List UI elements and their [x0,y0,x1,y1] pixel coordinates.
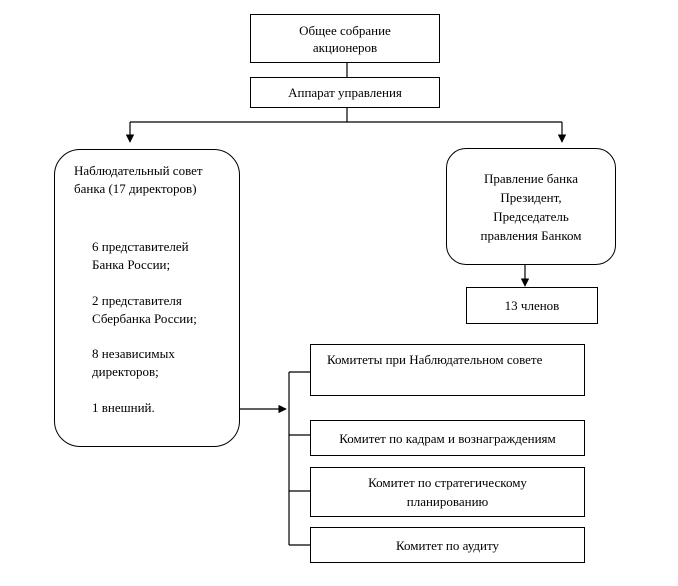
committee-box-1: Комитеты при Наблюдательном совете [310,344,585,396]
management-board-box: Правление банка Президент, Председатель … [446,148,616,265]
supervisory-board-title: Наблюдательный совет банка (17 директоро… [74,163,203,196]
shareholders-meeting-label: Общее собрание акционеров [299,22,391,55]
apparatus-box: Аппарат управления [250,77,440,108]
apparatus-label: Аппарат управления [288,85,402,100]
shareholders-meeting-box: Общее собрание акционеров [250,14,440,63]
committee-box-4: Комитет по аудиту [310,527,585,563]
supervisory-board-item-2: 2 представителя Сбербанка России; [92,293,197,326]
supervisory-board-item-4: 1 внешний. [92,400,155,415]
members-label: 13 членов [504,298,560,313]
committee-box-3: Комитет по стратегическому планированию [310,467,585,517]
supervisory-board-item-3: 8 независимых директоров; [92,346,175,379]
committee-label-1: Комитеты при Наблюдательном совете [327,352,543,367]
committee-box-2: Комитет по кадрам и вознаграждениям [310,420,585,456]
committee-label-2: Комитет по кадрам и вознаграждениям [339,430,556,446]
supervisory-board-item-1: 6 представителей Банка России; [92,239,189,272]
committee-label-3: Комитет по стратегическому планированию [368,475,527,509]
supervisory-board-box [54,149,240,447]
committee-label-4: Комитет по аудиту [396,537,499,553]
management-board-label: Правление банка Президент, Председатель … [480,170,582,243]
members-box: 13 членов [466,287,598,324]
